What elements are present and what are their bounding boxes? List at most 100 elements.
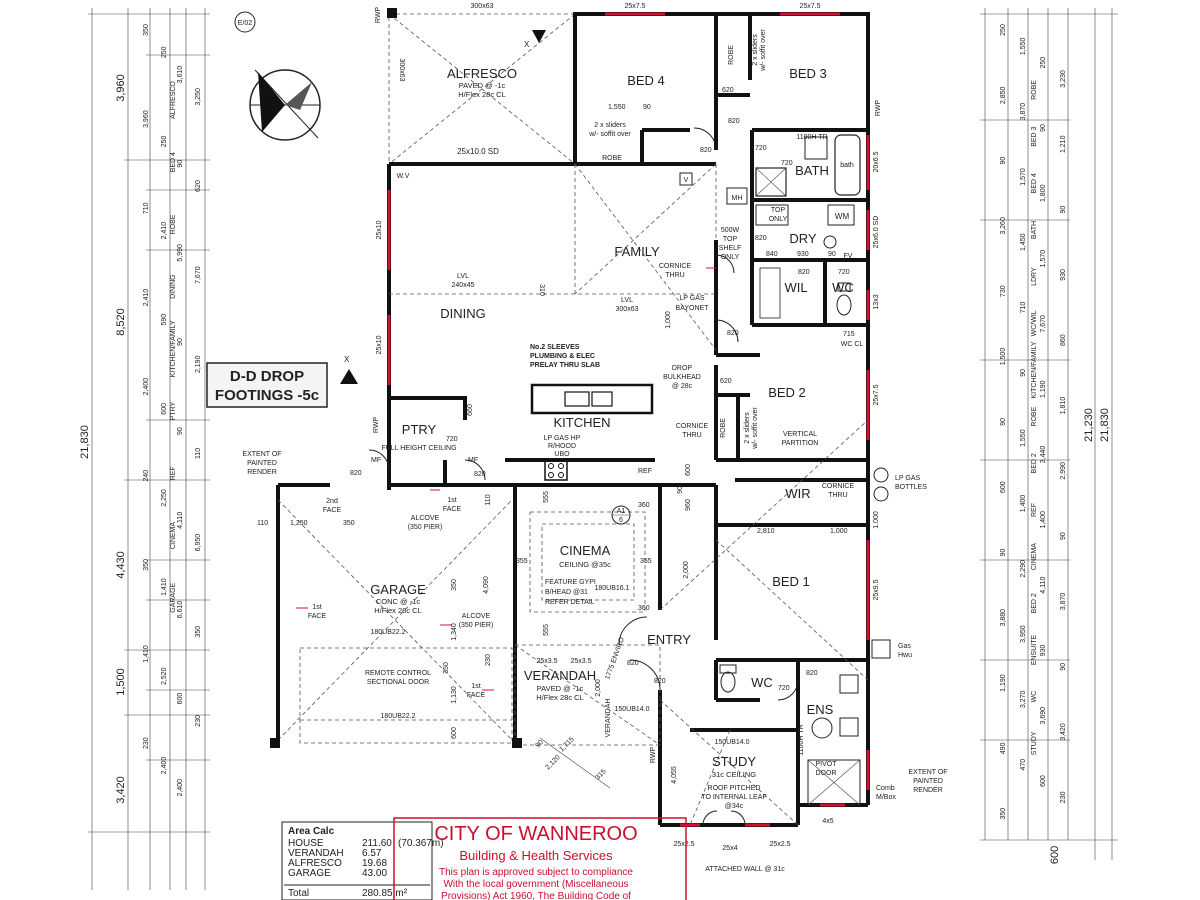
- left-dim-value: 3,610: [177, 66, 184, 84]
- room-ens: ENS: [807, 702, 834, 717]
- dim-355a: 355: [516, 558, 528, 565]
- left-dim-room-label: REF: [170, 466, 177, 480]
- manhole: MH: [732, 195, 743, 202]
- right-dim-values: 2501,5502503,2302,8503,870901,210901,570…: [1000, 24, 1067, 819]
- right-dim-value: 1,570: [1020, 168, 1027, 186]
- vent-label: V: [684, 177, 689, 184]
- pivot-door-2: DOOR: [816, 770, 837, 777]
- right-dim-value: 1,210: [1060, 135, 1067, 153]
- cinema-feature1: FEATURE GYPI: [545, 579, 596, 586]
- window-w1: 25x10: [376, 220, 383, 239]
- area-row-name: ALFRESCO: [288, 858, 342, 869]
- area-row-value: 6.57: [362, 848, 382, 859]
- room-bed1: BED 1: [772, 574, 810, 589]
- bed2-sliders: 2 x sliders: [744, 412, 751, 444]
- verandah-note1: PAVED @ -1c: [537, 684, 584, 693]
- bath-fixtures: [755, 134, 861, 319]
- vertical-partition-2: PARTITION: [782, 440, 819, 447]
- stamp-line-2: With the local government (Miscellaneous: [443, 879, 628, 890]
- dim-820k: 820: [806, 670, 818, 677]
- windows: [387, 12, 870, 827]
- right-dimension-column: 21,230 21,830 600 2501,5502503,2302,8503…: [980, 8, 1118, 864]
- right-dim-room-label: STUDY: [1031, 731, 1038, 755]
- right-dim-value: 860: [1060, 334, 1067, 346]
- extent-render-2b: PAINTED: [913, 778, 943, 785]
- dim-4090: 4,090: [483, 576, 490, 594]
- room-labels: ALFRESCO PAVED @ -1c H/Flex 28c CL BED 4…: [370, 66, 854, 779]
- dim-110: 110: [257, 520, 268, 527]
- room-study: STUDY: [712, 754, 756, 769]
- right-dim-value: 710: [1020, 302, 1027, 314]
- left-dim-value: 250: [161, 135, 168, 147]
- dim-315: 315: [594, 768, 607, 781]
- bed2-soffit: w/- soffit over: [752, 407, 759, 450]
- left-dim-value: 2,410: [161, 222, 168, 240]
- dim-600b: 600: [451, 727, 458, 739]
- section-ref-b: 6: [619, 517, 623, 524]
- alcove-1: ALCOVE: [411, 515, 440, 522]
- pivot-door-1: PIVOT: [815, 761, 837, 768]
- left-big-dim-3: 21,830: [79, 425, 91, 459]
- right-dim-value: 3,420: [1060, 723, 1067, 741]
- dim-660: 660: [467, 404, 474, 416]
- rangehood: R/HOOD: [548, 443, 576, 450]
- right-dim-value: 930: [1040, 644, 1047, 656]
- room-bath: BATH: [795, 163, 829, 178]
- tr-ens: 1100H TR: [798, 724, 805, 755]
- second-face-b: FACE: [323, 507, 342, 514]
- room-cinema: CINEMA: [560, 543, 611, 558]
- second-face: 2nd: [326, 498, 338, 505]
- enviro-door: 1775 ENVIRO: [604, 636, 626, 681]
- washing-machine: WM: [835, 212, 850, 221]
- bed4-robe: ROBE: [602, 155, 622, 162]
- garage-area: [270, 499, 522, 748]
- shelf-1: 500W: [721, 227, 740, 234]
- gas-hwu-1: Gas: [898, 643, 911, 650]
- dim-720c: 720: [781, 160, 793, 167]
- dim-350c: 350: [443, 662, 450, 674]
- area-title: Area Calc: [288, 826, 335, 837]
- cornice-1b: THRU: [665, 272, 684, 279]
- dim-360a: 360: [638, 502, 650, 509]
- first-face-3b: FACE: [467, 692, 486, 699]
- rwp-4: RWP: [875, 100, 882, 117]
- room-bed3: BED 3: [789, 66, 827, 81]
- extent-render-1a: EXTENT OF: [242, 451, 281, 458]
- left-dim-room-label: GARAGE: [170, 582, 177, 612]
- cornice-2b: THRU: [682, 432, 701, 439]
- verandah-area: [514, 644, 661, 746]
- left-dim-value: 2,520: [161, 667, 168, 685]
- right-dim-value: 3,870: [1060, 593, 1067, 611]
- dim-90c: 90: [677, 486, 684, 494]
- dim-90b: 90: [828, 251, 836, 258]
- dim-1130: 1,130: [451, 686, 458, 704]
- right-dim-value: 1,450: [1020, 233, 1027, 251]
- study-beam: 150UB14.0: [714, 739, 749, 746]
- first-face-3: 1st: [471, 683, 480, 690]
- shelf-2: TOP: [723, 236, 738, 243]
- left-dim-value: 350: [143, 559, 150, 571]
- dim-930: 930: [797, 251, 809, 258]
- cinema-ceiling: CEILING @35c: [559, 560, 611, 569]
- dim-720b: 720: [838, 269, 850, 276]
- right-dim-value: 1,500: [1000, 348, 1007, 366]
- right-dim-value: 1,190: [1000, 674, 1007, 692]
- room-wc1: WC: [832, 280, 854, 295]
- water-valve: W.V: [397, 173, 410, 180]
- bulkhead-2: BULKHEAD: [663, 374, 701, 381]
- right-dim-room-label: BED 2: [1031, 453, 1038, 473]
- kitchen-island: [530, 383, 654, 415]
- left-dim-value: 230: [143, 737, 150, 749]
- left-big-dim-2: 8,520: [115, 308, 127, 336]
- cinema-feature3: REFER DETAIL: [545, 599, 595, 606]
- first-face-2b: FACE: [308, 613, 327, 620]
- right-dim-room-label: ENSUITE: [1031, 635, 1038, 666]
- right-dim-value: 7,670: [1040, 315, 1047, 333]
- council-approval-stamp: CITY OF WANNEROO Building & Health Servi…: [393, 817, 687, 900]
- comb-box-1: Comb: [876, 785, 895, 792]
- beam-top: 300x63: [471, 3, 494, 10]
- dim-1000a: 1,000: [665, 311, 672, 329]
- alcove-1-pier: (350 PIER): [408, 524, 443, 531]
- cornice-3b: THRU: [828, 492, 847, 499]
